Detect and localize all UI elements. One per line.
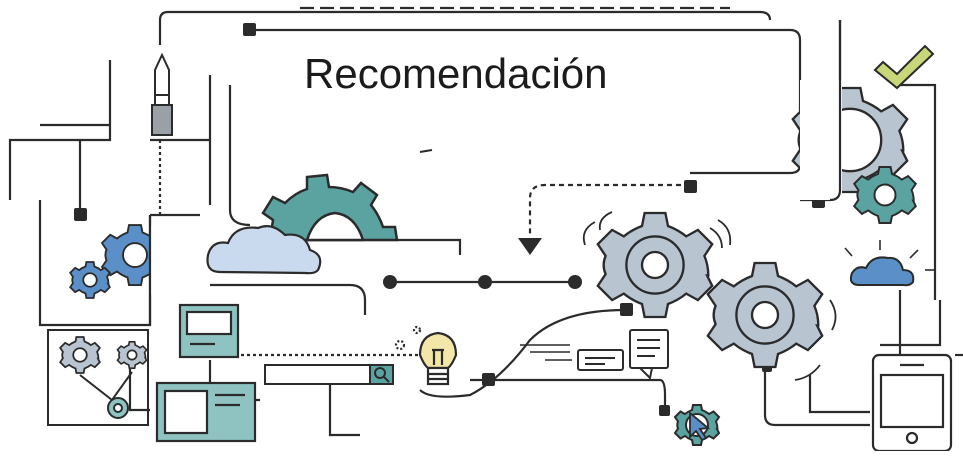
gear-icon — [69, 261, 111, 299]
cursor-icon — [689, 411, 711, 442]
lightbulb-icon — [394, 325, 458, 386]
motion-lines — [844, 240, 935, 271]
gear-icon — [116, 340, 148, 370]
connector-lines — [8, 6, 942, 437]
connector-nodes — [74, 23, 825, 416]
motion-lines — [582, 211, 837, 381]
gear-icon — [101, 224, 169, 286]
gear-icon — [853, 166, 917, 224]
checkmark-icon — [873, 44, 935, 90]
page-title: Recomendación — [300, 50, 612, 98]
gear-mask — [800, 80, 842, 200]
gear-icon — [596, 211, 714, 319]
decor-lines — [419, 149, 433, 153]
gear-icon — [59, 336, 101, 374]
monitor-icon — [155, 381, 257, 443]
search-icon — [374, 367, 390, 383]
connector-line — [829, 20, 842, 202]
chat-bubble-icon — [520, 329, 669, 381]
tablet-icon — [871, 353, 963, 453]
gear-icon — [706, 261, 824, 369]
cloud-icon — [206, 225, 322, 275]
gear-mask — [150, 225, 210, 295]
frame — [47, 329, 149, 426]
pencil-icon — [151, 52, 173, 136]
cloud-icon — [849, 256, 915, 287]
search-bar — [264, 364, 394, 385]
monitor-icon — [178, 303, 240, 359]
pendulum-icon — [79, 371, 133, 419]
gear-icon — [261, 173, 399, 242]
